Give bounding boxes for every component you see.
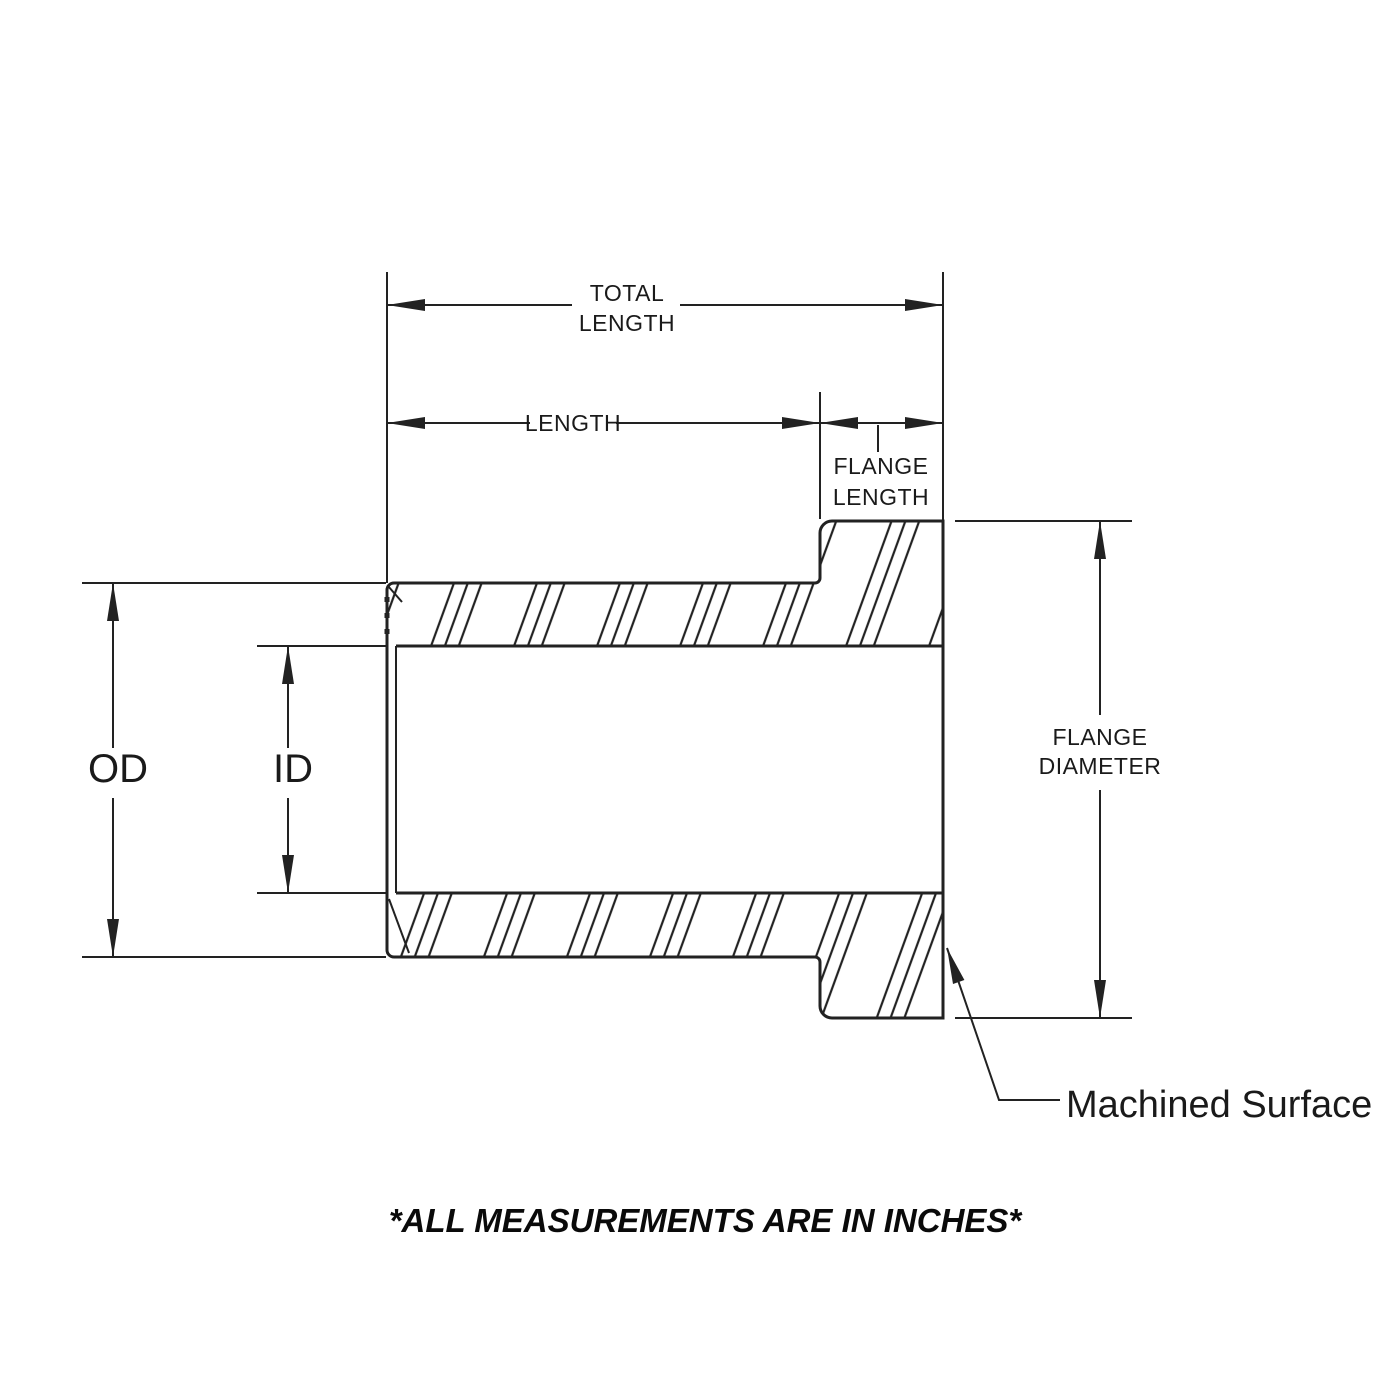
flange-diameter-arrow-top <box>1094 521 1106 559</box>
flange-length-arrow-right <box>905 417 943 429</box>
od-label: OD <box>88 747 148 791</box>
edge-tick-3 <box>384 629 390 634</box>
part-outline <box>385 519 945 1020</box>
units-note: *ALL MEASUREMENTS ARE IN INCHES* <box>389 1202 1024 1239</box>
extension-lines <box>82 272 1132 1019</box>
flange-length-arrow-left <box>820 417 858 429</box>
edge-tick-1 <box>384 597 390 602</box>
total-length-label-line1: TOTAL <box>590 280 665 306</box>
machined-surface-leader-line <box>946 947 1060 1101</box>
length-label: LENGTH <box>525 410 621 436</box>
dimension-length: LENGTH <box>387 410 820 436</box>
machined-surface-leader-arrow <box>947 948 965 984</box>
dimension-od: OD <box>88 583 148 957</box>
edge-tick-2 <box>384 613 390 618</box>
dimension-id: ID <box>273 646 313 893</box>
id-arrow-bottom <box>282 855 294 893</box>
length-arrow-left <box>387 417 425 429</box>
od-arrow-bottom <box>107 919 119 957</box>
total-length-arrow-right <box>905 299 943 311</box>
part-cross-section <box>384 519 945 1020</box>
flange-length-label-line1: FLANGE <box>833 453 928 479</box>
id-label: ID <box>273 747 313 791</box>
machined-surface-callout: Machined Surface <box>946 947 1372 1126</box>
machined-surface-label: Machined Surface <box>1066 1084 1372 1126</box>
id-arrow-top <box>282 646 294 684</box>
dimension-flange-length: FLANGE LENGTH <box>820 417 943 510</box>
flange-length-label-line2: LENGTH <box>833 484 929 510</box>
flange-diameter-label-line1: FLANGE <box>1052 724 1147 750</box>
od-arrow-top <box>107 583 119 621</box>
chamfer-line-bottom <box>388 898 410 954</box>
total-length-arrow-left <box>387 299 425 311</box>
flange-diameter-arrow-bottom <box>1094 980 1106 1018</box>
dimension-total-length: TOTAL LENGTH <box>387 280 943 336</box>
chamfer-line-top <box>387 585 403 603</box>
length-arrow-right <box>782 417 820 429</box>
flange-diameter-label-line2: DIAMETER <box>1039 753 1162 779</box>
total-length-label-line2: LENGTH <box>579 310 675 336</box>
dimension-flange-diameter: FLANGE DIAMETER <box>1039 521 1162 1018</box>
